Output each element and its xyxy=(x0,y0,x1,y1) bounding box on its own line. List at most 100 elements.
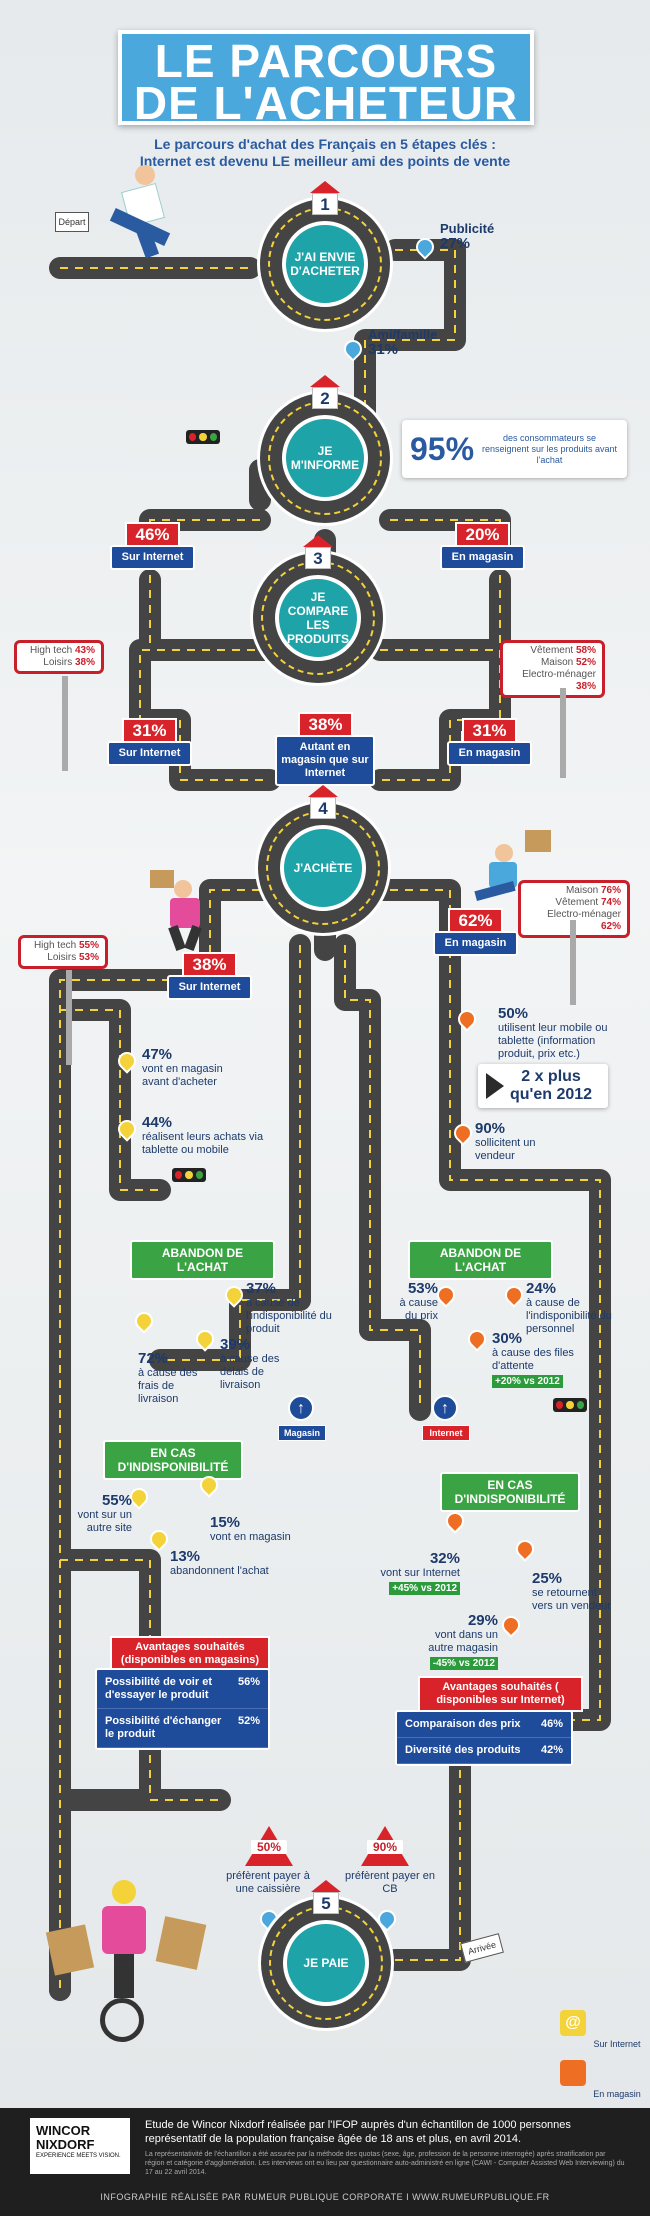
arrow-internet-label: Internet xyxy=(422,1425,470,1441)
box-info-magasin: En magasin xyxy=(440,545,525,570)
step-5-house: 5 xyxy=(311,1880,341,1916)
box-info-internet: Sur Internet xyxy=(110,545,195,570)
stat-internet-1: 47%vont en magasin avant d'acheter xyxy=(142,1046,223,1088)
stat-indispo-i3: 13%abandonnent l'achat xyxy=(170,1548,269,1577)
badge-2x-line2: qu'en 2012 xyxy=(510,1086,593,1103)
stat-indispo-i2: 15%vont en magasin xyxy=(210,1514,291,1543)
title-line-2: DE L'ACHETEUR xyxy=(133,77,519,129)
footer-credit: INFOGRAPHIE RÉALISÉE PAR RUMEUR PUBLIQUE… xyxy=(100,2192,550,2202)
stat-abandon-m1: 53%à cause du prix xyxy=(399,1280,438,1322)
stat-indispo-m2: 25%se retournent vers un vendeur xyxy=(532,1570,611,1612)
shopper-unicycle-icon xyxy=(30,1880,210,2050)
stat-95-text: des consommateurs se renseignent sur les… xyxy=(481,432,618,465)
sign-compare-magasin: Vêtement 58% Maison 52% Electro-ménager … xyxy=(500,640,605,698)
adv-internet-table: Possibilité de voir et d'essayer le prod… xyxy=(95,1668,270,1750)
indispo-magasin-title: EN CAS D'INDISPONIBILITÉ xyxy=(440,1472,580,1512)
stat-abandon-i1: 37%à cause de l'indisponibilité du produ… xyxy=(246,1280,332,1335)
box-compare-internet: Sur Internet xyxy=(107,741,192,766)
box-compare-both: Autant en magasin que sur Internet xyxy=(275,735,375,786)
stat-indispo-m1: 32%vont sur Internet+45% vs 2012 xyxy=(380,1550,460,1595)
tag-i1: +45% vs 2012 xyxy=(389,1582,460,1595)
stat-indispo-m3: 29%vont dans un autre magasin-45% vs 201… xyxy=(428,1612,498,1670)
sign-achat-internet: High tech 55% Loisirs 53% xyxy=(18,935,108,969)
sign-pole xyxy=(560,688,566,778)
tag-i3: -45% vs 2012 xyxy=(429,1657,498,1670)
pay-right-val: 90% xyxy=(367,1840,403,1854)
roundabout-step-3: 3 JE COMPARE LES PRODUITS xyxy=(250,535,386,686)
warning-sign-left: 50% xyxy=(245,1826,293,1866)
title-banner: LE PARCOURS DE L'ACHETEUR xyxy=(118,30,534,129)
traffic-light-icon xyxy=(553,1398,587,1412)
box-achat-internet: Sur Internet xyxy=(167,975,252,1000)
stat-indispo-i1: 55%vont sur un autre site xyxy=(77,1492,132,1534)
stat-abandon-i3: 39%à cause des délais de livraison xyxy=(220,1336,280,1391)
arrows-icon xyxy=(486,1073,504,1099)
step-3-label: JE COMPARE LES PRODUITS xyxy=(275,575,361,661)
step-2-house: 2 xyxy=(310,375,340,411)
legend-internet-label: Sur Internet xyxy=(593,2039,641,2049)
traffic-light-icon xyxy=(186,430,220,444)
shopper-internet-icon xyxy=(150,870,210,951)
step-3-house: 3 xyxy=(303,535,333,571)
stat-95-percent: 95% xyxy=(410,430,475,467)
legend-magasin-label: En magasin xyxy=(593,2089,641,2099)
sign-compare-internet: High tech 43% Loisirs 38% xyxy=(14,640,104,674)
sign-pole xyxy=(66,970,72,1065)
pay-left-text: préfèrent payer à une caissière xyxy=(226,1870,310,1895)
subtitle: Le parcours d'achat des Français en 5 ét… xyxy=(60,136,590,170)
adv-internet-row: Possibilité de voir et d'essayer le prod… xyxy=(97,1670,268,1709)
warning-sign-right: 90% xyxy=(361,1826,409,1866)
footer: WINCOR NIXDORF EXPERIENCE MEETS VISION. … xyxy=(0,2108,650,2216)
logo-tagline: EXPERIENCE MEETS VISION. xyxy=(36,2153,121,2159)
stat-magasin-1: 50%utilisent leur mobile ou tablette (in… xyxy=(498,1005,608,1060)
roundabout-step-2: 2 JE M'INFORME xyxy=(257,375,393,526)
badge-2x-line1: 2 x plus xyxy=(521,1068,581,1085)
adv-magasin-title: Avantages souhaités ( disponibles sur In… xyxy=(418,1676,583,1712)
roundabout-step-5: 5 JE PAIE xyxy=(258,1880,394,2031)
wincor-logo: WINCOR NIXDORF EXPERIENCE MEETS VISION. xyxy=(30,2118,130,2174)
stat-abandon-i2: 72%à cause des frais de livraison xyxy=(138,1350,198,1405)
info-callout: 95% des consommateurs se renseignent sur… xyxy=(402,420,627,478)
stat-ami-famille: Ami/famille 31% xyxy=(368,327,438,358)
pct-achat-magasin: 62% xyxy=(448,908,503,934)
runner-icon xyxy=(109,165,180,260)
title-line-1: LE PARCOURS xyxy=(154,35,498,87)
pct-compare-magasin: 31% xyxy=(462,718,517,744)
step-1-label: J'AI ENVIE D'ACHETER xyxy=(282,221,368,307)
logo-line-1: WINCOR xyxy=(36,2123,91,2138)
arrow-up-icon: ↑ xyxy=(432,1395,458,1421)
roundabout-step-4: 4 J'ACHÈTE xyxy=(255,785,391,936)
depart-sign: Départ xyxy=(55,212,89,232)
sign-achat-magasin: Maison 76% Vêtement 74% Electro-ménager … xyxy=(518,880,630,938)
footer-study-text: Etude de Wincor Nixdorf réalisée par l'I… xyxy=(145,2119,571,2145)
stat-abandon-m3: 30%à cause des files d'attente+20% vs 20… xyxy=(492,1330,574,1388)
stat-publicite: Publicité 27% xyxy=(440,221,495,252)
step-4-house: 4 xyxy=(308,785,338,821)
subtitle-line-1: Le parcours d'achat des Français en 5 ét… xyxy=(154,136,496,152)
sign-pole xyxy=(62,676,68,771)
traffic-light-icon xyxy=(172,1168,206,1182)
legend-internet-icon: @ xyxy=(560,2010,586,2036)
tag-a3: +20% vs 2012 xyxy=(492,1375,563,1388)
step-5-label: JE PAIE xyxy=(283,1920,369,2006)
shopper-magasin-icon xyxy=(445,830,555,910)
legend-magasin-icon xyxy=(560,2060,586,2086)
stat-magasin-2: 90%sollicitent un vendeur xyxy=(475,1120,536,1162)
pct-info-internet: 46% xyxy=(125,522,180,548)
box-compare-magasin: En magasin xyxy=(447,741,532,766)
arrow-magasin-label: Magasin xyxy=(278,1425,326,1441)
stat-abandon-m2: 24%à cause de l'indisponibilité du perso… xyxy=(526,1280,612,1335)
adv-internet-title: Avantages souhaités (disponibles en maga… xyxy=(110,1636,270,1672)
footer-method-text: La représentativité de l'échantillon a é… xyxy=(145,2151,625,2176)
logo-line-2: NIXDORF xyxy=(36,2137,95,2152)
box-achat-magasin: En magasin xyxy=(433,931,518,956)
step-4-label: J'ACHÈTE xyxy=(280,825,366,911)
pay-left-val: 50% xyxy=(251,1840,287,1854)
step-1-house: 1 xyxy=(310,181,340,217)
abandon-internet-title: ABANDON DE L'ACHAT xyxy=(130,1240,275,1280)
